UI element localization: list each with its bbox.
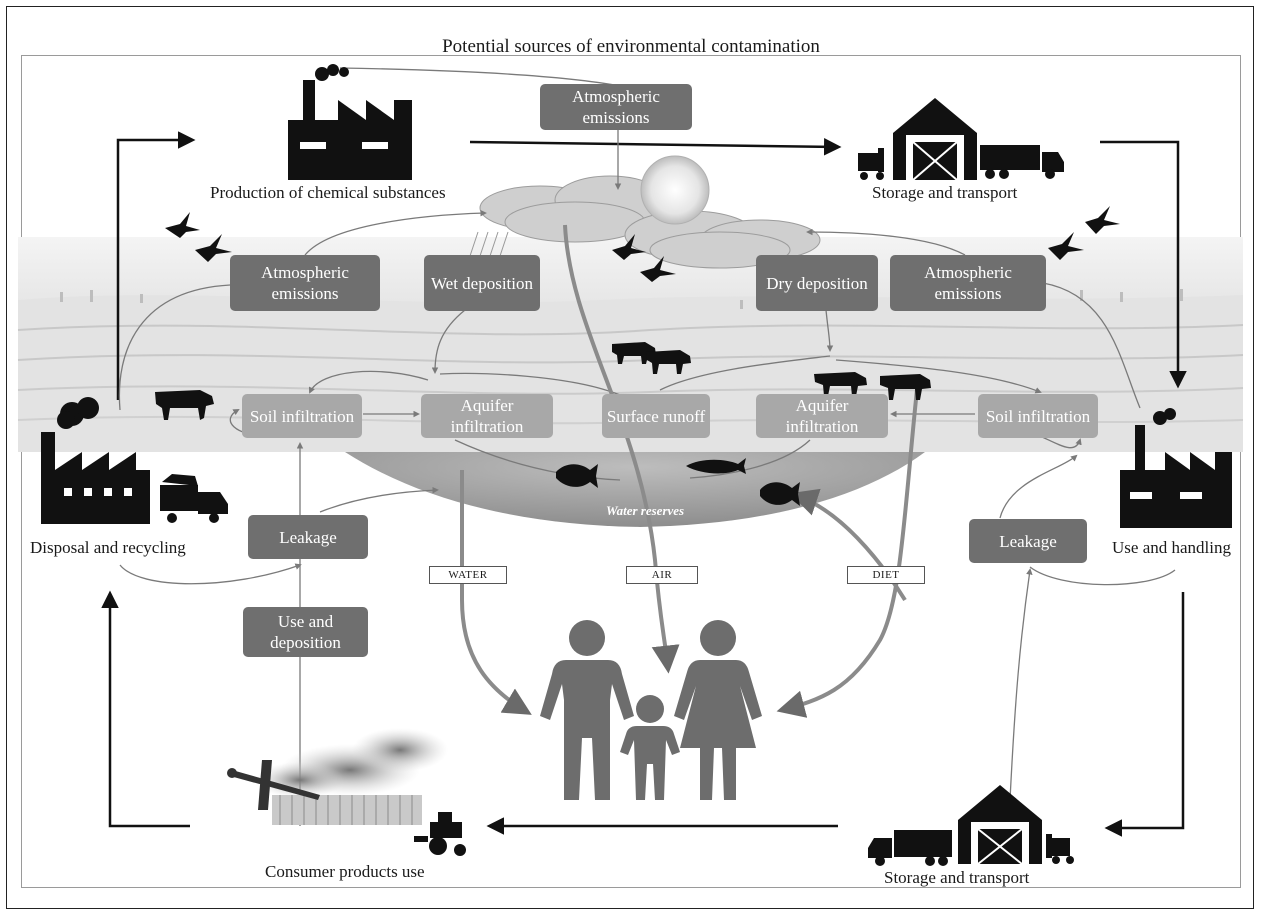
box-leakage-left: Leakage bbox=[248, 515, 368, 559]
box-soil-infiltration-left: Soil infiltration bbox=[242, 394, 362, 438]
family-icon bbox=[540, 620, 762, 800]
use-handling-label: Use and handling bbox=[1112, 538, 1231, 557]
rain bbox=[469, 231, 509, 257]
sun-icon bbox=[640, 155, 710, 225]
water-reserves-lake bbox=[345, 452, 925, 527]
box-aquifer-infiltration-right: Aquifer infiltration bbox=[756, 394, 888, 438]
truck-icon bbox=[980, 145, 1064, 179]
box-leakage-right: Leakage bbox=[969, 519, 1087, 563]
cloud bbox=[479, 175, 821, 269]
bird-icon bbox=[165, 206, 1120, 282]
warehouse-icon bbox=[858, 98, 977, 181]
box-use-and-deposition: Use and deposition bbox=[243, 607, 368, 657]
storage-transport-bottom-label: Storage and transport bbox=[884, 868, 1030, 887]
box-atmospheric-emissions-left: Atmospheric emissions bbox=[230, 255, 380, 311]
factory-icon bbox=[1120, 408, 1232, 528]
box-surface-runoff: Surface runoff bbox=[602, 394, 710, 438]
cow-icon bbox=[155, 342, 931, 420]
factory-icon bbox=[41, 397, 150, 524]
tractor-icon bbox=[414, 812, 466, 856]
tag-water: WATER bbox=[429, 566, 507, 584]
crop-field bbox=[272, 795, 422, 825]
box-aquifer-infiltration-left: Aquifer infiltration bbox=[421, 394, 553, 438]
box-atmospheric-emissions-right: Atmospheric emissions bbox=[890, 255, 1046, 311]
fish-icon bbox=[556, 458, 800, 506]
disposal-recycling-label: Disposal and recycling bbox=[30, 538, 186, 557]
factory-icon bbox=[288, 64, 412, 180]
box-dry-deposition: Dry deposition bbox=[756, 255, 878, 311]
outer-frame bbox=[6, 6, 1254, 909]
box-atmospheric-emissions-top: Atmospheric emissions bbox=[540, 84, 692, 130]
storage-transport-top-label: Storage and transport bbox=[872, 183, 1018, 202]
production-label: Production of chemical substances bbox=[210, 183, 446, 202]
cycle-arrows bbox=[101, 131, 1187, 837]
garbage-truck-icon bbox=[160, 474, 228, 523]
tag-diet: DIET bbox=[847, 566, 925, 584]
tag-air: AIR bbox=[626, 566, 698, 584]
warehouse-icon bbox=[958, 785, 1074, 865]
spray-smoke bbox=[255, 728, 448, 798]
truck-icon bbox=[868, 830, 952, 866]
box-wet-deposition: Wet deposition bbox=[424, 255, 540, 311]
water-reserves-label: Water reserves bbox=[606, 503, 685, 518]
exposure-paths bbox=[460, 224, 920, 718]
airplane-icon bbox=[227, 760, 320, 810]
consumer-products-label: Consumer products use bbox=[265, 862, 425, 881]
diagram-title: Potential sources of environmental conta… bbox=[442, 36, 820, 57]
box-soil-infiltration-right: Soil infiltration bbox=[978, 394, 1098, 438]
